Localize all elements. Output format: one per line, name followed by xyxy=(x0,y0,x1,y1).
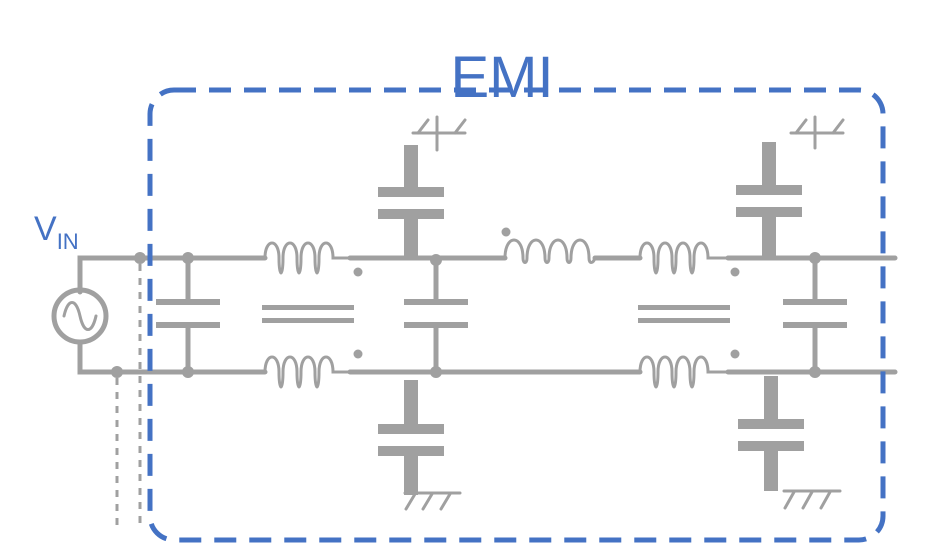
y-capacitor-icon xyxy=(378,380,444,495)
common-mode-choke-icon xyxy=(262,241,363,389)
ac-voltage-source-icon xyxy=(51,287,109,345)
inductor-icon xyxy=(501,227,597,264)
junction-dots xyxy=(111,252,821,378)
chassis-ground-icon xyxy=(403,491,462,511)
emi-boundary-box xyxy=(147,87,886,543)
chassis-ground-icon xyxy=(782,489,842,510)
x-capacitor-icon xyxy=(783,255,847,375)
emi-title: EMI xyxy=(450,45,553,110)
chassis-ground-icon xyxy=(789,115,845,150)
bottom-rail xyxy=(77,341,898,375)
top-rail xyxy=(77,255,898,295)
chassis-ground-icon xyxy=(411,115,467,152)
x-capacitor-icon xyxy=(156,255,220,375)
vin-label: VIN xyxy=(34,210,79,254)
x-capacitor-icon xyxy=(404,257,468,375)
input-dotted-leads xyxy=(115,264,142,530)
y-capacitor-icon xyxy=(736,142,802,258)
y-capacitor-icon xyxy=(738,376,804,491)
y-capacitor-icon xyxy=(378,145,444,258)
common-mode-choke-icon xyxy=(638,241,740,389)
